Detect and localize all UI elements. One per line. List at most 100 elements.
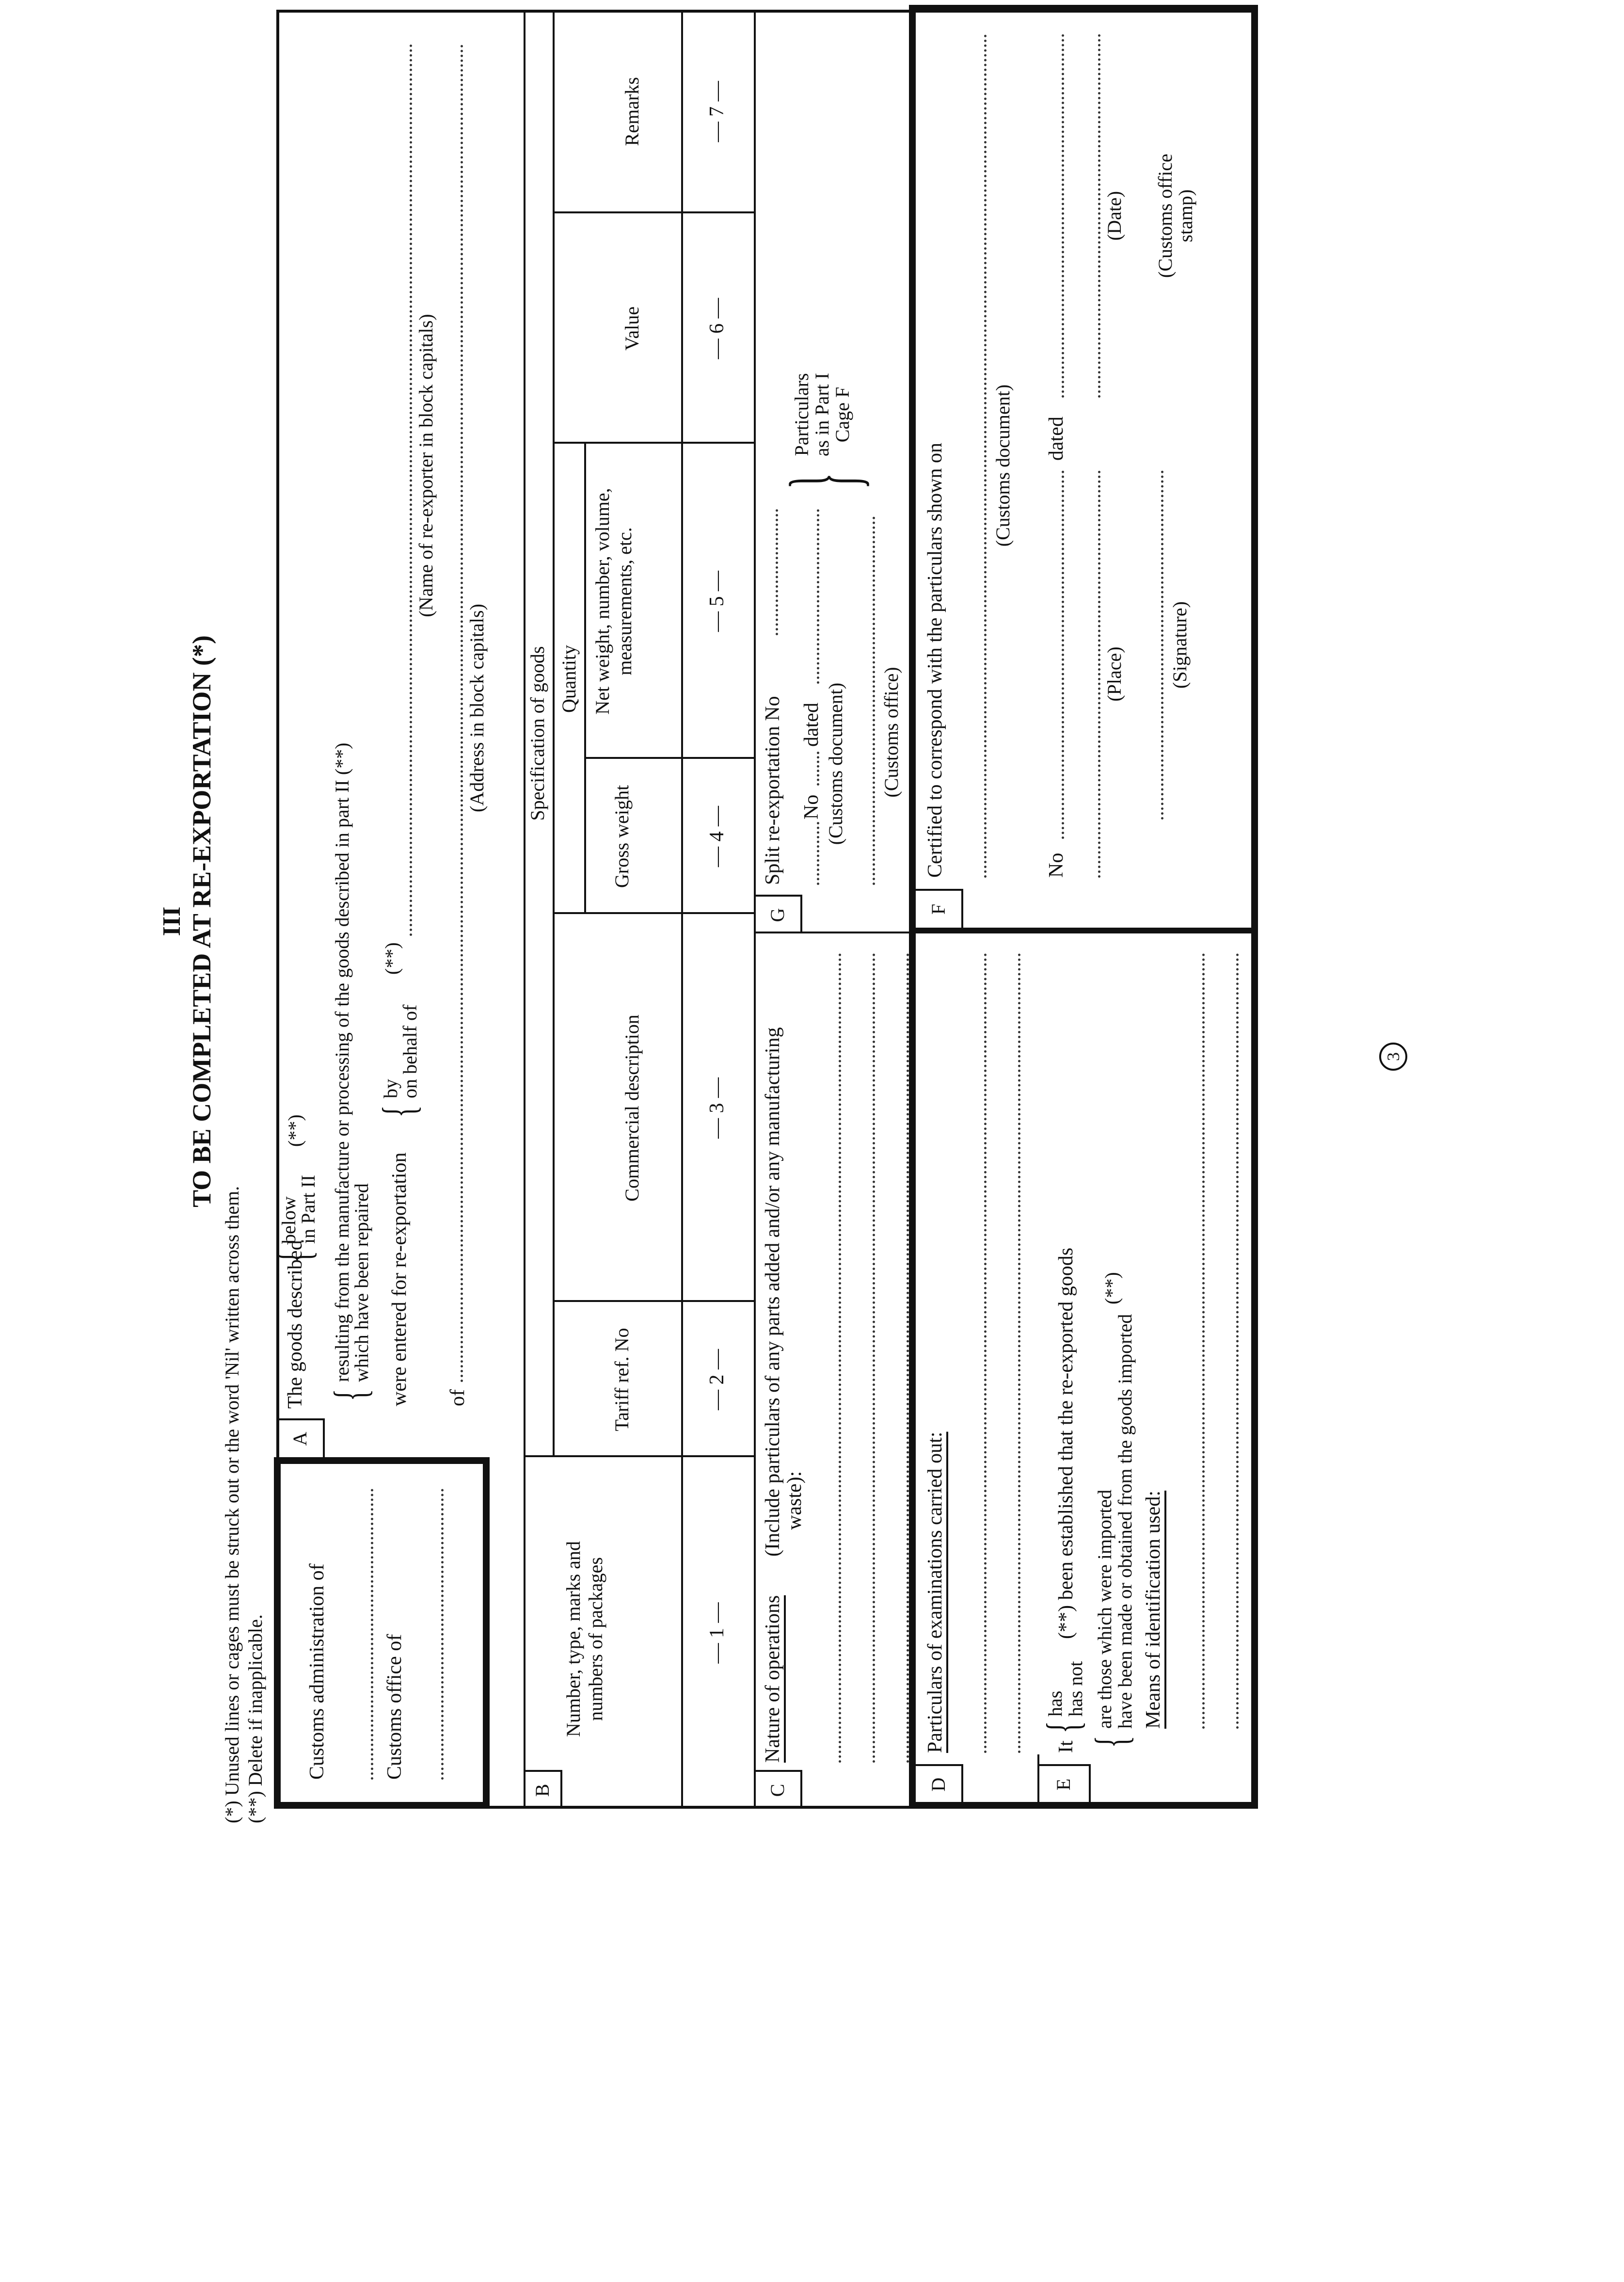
col-gross-weight-header: Gross weight (611, 785, 633, 888)
cage-e-letter: E (1037, 1764, 1091, 1803)
address-caption: (Address in block capitals) (466, 604, 488, 812)
customs-office-label: Customs office of (383, 1634, 406, 1780)
signature-caption: (Signature) (1169, 601, 1191, 689)
stamp-caption: (Customs office (1154, 154, 1176, 278)
cage-g-letter: G (754, 895, 802, 933)
split-field[interactable] (817, 822, 819, 885)
name-caption: (Name of re-exporter in block capitals) (415, 314, 437, 617)
split-reexport-label: Split re-exportation No (762, 696, 784, 885)
particulars-note-3: Cage F (831, 386, 853, 443)
col-number-7: — 7 — (706, 81, 728, 142)
option-has: has (1044, 1690, 1066, 1717)
certified-text: Certified to correspond with the particu… (924, 443, 946, 878)
col-description-header: Commercial description (621, 1014, 643, 1202)
col-tariff-header: Tariff ref. No (611, 1328, 633, 1431)
place-field[interactable] (1098, 470, 1100, 878)
brace-icon: { (1037, 1721, 1089, 1734)
split-no-label: No (800, 794, 823, 820)
brace-icon: { (780, 473, 888, 489)
option-on-behalf: on behalf of (399, 1004, 421, 1098)
delete-marker: (**) (381, 942, 403, 975)
means-field-2[interactable] (1236, 953, 1239, 1729)
established-text: (**) been established that the re-export… (1055, 1247, 1077, 1639)
nature-field-1[interactable] (839, 953, 841, 1763)
footnote-delete: (**) Delete if inapplicable. (244, 1614, 266, 1823)
option-made-from: have been made or obtained from the good… (1114, 1314, 1136, 1729)
page-number: 3 (1379, 1043, 1407, 1071)
cage-b-letter: B (524, 1770, 562, 1809)
nature-instructions-cont: waste): (783, 1471, 806, 1530)
col-number-4: — 4 — (706, 806, 728, 867)
goods-described-label: The goods described (284, 1240, 306, 1409)
cert-dated-field[interactable] (1062, 34, 1064, 398)
particulars-note-2: as in Part I (811, 372, 833, 457)
stamp-caption-cont: stamp) (1175, 189, 1196, 242)
cage-f-letter: F (915, 889, 963, 928)
split-no-field[interactable] (817, 752, 819, 786)
re-exporter-name-field[interactable] (410, 44, 412, 936)
customs-doc-caption: (Customs document) (992, 384, 1014, 547)
split-dated-label: dated (800, 703, 823, 747)
of-label: of (446, 1389, 469, 1406)
col-number-6: — 6 — (706, 298, 728, 359)
col-number-2: — 2 — (706, 1349, 728, 1410)
cage-a-letter: A (276, 1418, 325, 1457)
cage-d-letter: D (915, 1764, 963, 1803)
split-dated-field[interactable] (817, 509, 819, 684)
split-customs-office-caption: (Customs office) (880, 667, 902, 798)
split-customs-doc-caption: (Customs document) (825, 682, 846, 845)
nature-of-operations-label: Nature of operations (762, 1595, 784, 1763)
date-field[interactable] (1098, 34, 1100, 398)
re-exporter-address-field[interactable] (461, 44, 463, 1382)
divider (524, 10, 525, 1809)
nature-instructions: (Include particulars of any parts added … (762, 1027, 784, 1557)
page-title: TO BE COMPLETED AT RE-EXPORTATION (*) (187, 635, 216, 1207)
col-number-3: — 3 — (706, 1077, 728, 1139)
date-caption: (Date) (1103, 191, 1125, 241)
divider (584, 444, 586, 914)
divider (553, 10, 555, 1457)
part-number: III (158, 906, 186, 936)
option-repaired: which have been repaired (350, 1183, 372, 1382)
examinations-field-1[interactable] (984, 953, 987, 1753)
delete-marker: (**) (1101, 1272, 1123, 1304)
certified-doc-field[interactable] (984, 34, 987, 878)
col-packages-header: Number, type, marks and numbers of packa… (562, 1541, 606, 1737)
customs-admin-field[interactable] (371, 1489, 373, 1780)
cage-c-letter: C (754, 1770, 802, 1809)
nature-field-2[interactable] (873, 953, 875, 1763)
cert-no-field[interactable] (1062, 470, 1064, 839)
brace-icon: { (324, 1389, 376, 1401)
means-field-1[interactable] (1202, 953, 1205, 1729)
signature-field[interactable] (1161, 470, 1163, 820)
spec-of-goods-header: Specification of goods (526, 646, 548, 821)
entered-label: were entered for re-exportation (388, 1152, 411, 1406)
customs-admin-label: Customs administration of (306, 1563, 328, 1780)
means-identification-label: Means of identification used: (1142, 1490, 1164, 1729)
divider (681, 10, 683, 1809)
delete-marker: (**) (284, 1114, 306, 1147)
brace-icon: { (373, 1105, 425, 1118)
option-imported: are those which were imported (1094, 1489, 1115, 1729)
split-reexport-no-field[interactable] (776, 509, 778, 635)
customs-office-field[interactable] (441, 1489, 444, 1780)
option-in-part-ii: in Part II (297, 1174, 319, 1244)
brace-icon: { (1085, 1736, 1137, 1748)
place-caption: (Place) (1103, 646, 1125, 702)
examinations-label: Particulars of examinations carried out: (924, 1431, 946, 1753)
col-net-weight-header: Net weight, number, volume, measurements… (591, 488, 636, 715)
examinations-field-2[interactable] (1018, 953, 1020, 1753)
col-remarks-header: Remarks (621, 77, 643, 146)
cert-dated-label: dated (1045, 417, 1067, 461)
footnote-unused-lines: (*) Unused lines or cages must be struck… (221, 1186, 243, 1823)
re-exportation-form: III TO BE COMPLETED AT RE-EXPORTATION (*… (150, 0, 1517, 1848)
col-value-header: Value (621, 306, 643, 351)
cert-no-label: No (1045, 852, 1067, 878)
brace-icon: { (269, 1251, 320, 1263)
col-number-1: — 1 — (706, 1602, 728, 1664)
split-customs-office-field[interactable] (873, 516, 875, 885)
particulars-note-1: Particulars (791, 373, 812, 456)
quantity-header: Quantity (558, 645, 580, 713)
it-label: It (1055, 1740, 1077, 1753)
col-number-5: — 5 — (706, 571, 728, 632)
